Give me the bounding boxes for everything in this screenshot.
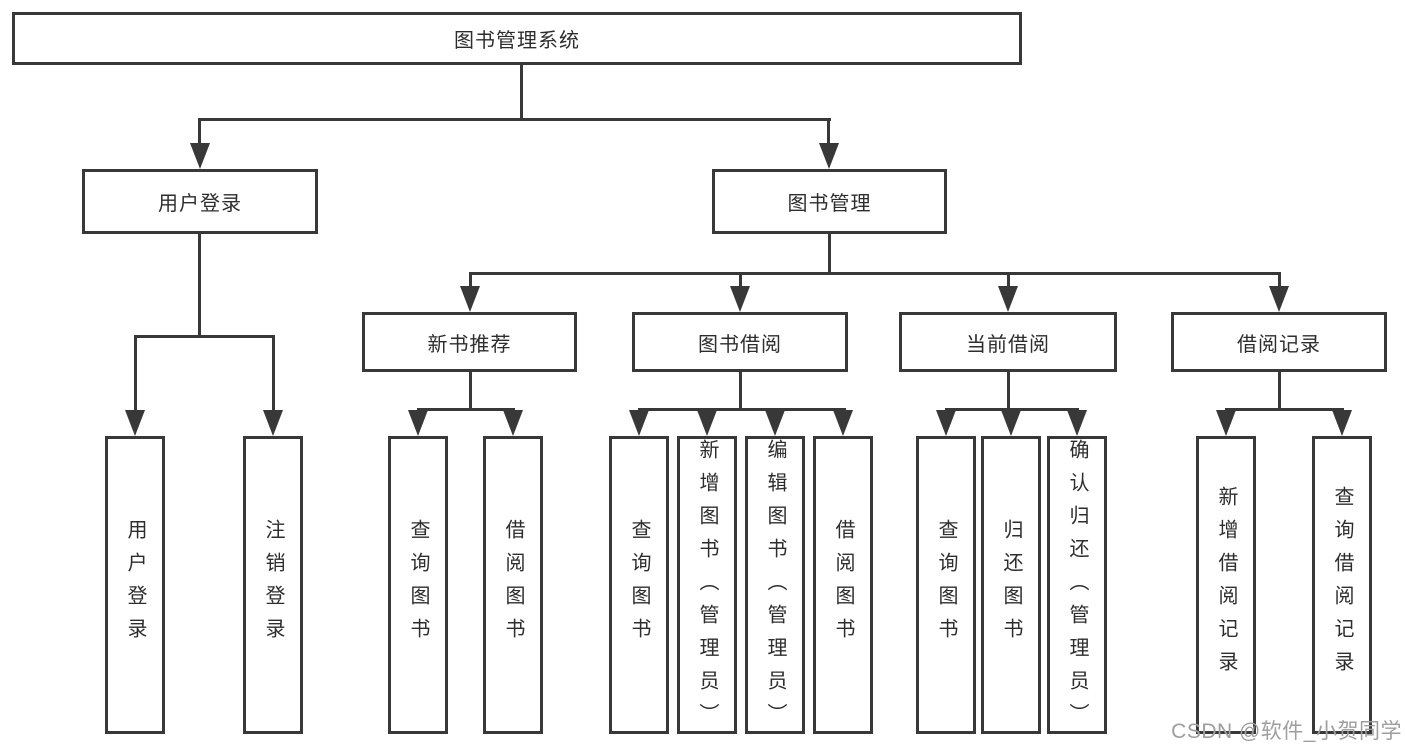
leaf-borrow-add-admin: 新增图书（管理员） [677, 436, 737, 736]
leaf-newbook-borrow: 借阅图书 [483, 436, 543, 734]
arrow-down-icon [1001, 410, 1021, 436]
connector-root-split [198, 118, 831, 121]
node-new-book-recommend-label: 新书推荐 [427, 333, 512, 356]
connector-stem-borrow-records [1278, 272, 1281, 288]
node-current-borrow-label: 当前借阅 [966, 333, 1050, 356]
leaf-borrow-book: 借阅图书 [813, 436, 873, 734]
leaf-record-add: 新增借阅记录 [1196, 436, 1256, 734]
connector-user-login-split [134, 335, 275, 338]
leaf-current-confirm-admin: 确认归还（管理员） [1047, 436, 1107, 736]
arrow-down-icon [460, 286, 480, 312]
connector-root-trunk [520, 64, 523, 121]
connector-borrow-records-trunk [1278, 372, 1281, 411]
leaf-newbook-query-label: 查询图书 [407, 519, 429, 651]
node-book-borrow-label: 图书借阅 [698, 333, 782, 356]
connector-book-borrow-split [638, 408, 846, 411]
connector-new-book-trunk [469, 372, 472, 411]
arrow-down-icon [697, 410, 717, 436]
arrow-down-icon [819, 143, 839, 169]
leaf-newbook-query: 查询图书 [388, 436, 448, 734]
leaf-borrow-edit-admin: 编辑图书（管理员） [745, 436, 805, 736]
arrow-down-icon [765, 410, 785, 436]
node-root-library-system: 图书管理系统 [12, 12, 1022, 65]
connector-stem-book-mgmt [827, 118, 830, 146]
connector-user-login-trunk [198, 234, 201, 338]
leaf-user-login-label: 用户登录 [124, 519, 146, 651]
arrow-down-icon [263, 410, 283, 436]
connector-borrow-records-split [1225, 408, 1344, 411]
node-root-label: 图书管理系统 [454, 30, 580, 52]
leaf-borrow-book-label: 借阅图书 [832, 519, 854, 651]
arrow-down-icon [190, 143, 210, 169]
arrow-down-icon [998, 286, 1018, 312]
node-user-login-label: 用户登录 [158, 193, 242, 215]
leaf-current-confirm-admin-label: 确认归还（管理员） [1066, 439, 1088, 736]
arrow-down-icon [1067, 410, 1087, 436]
connector-current-borrow-trunk [1007, 372, 1010, 411]
connector-stem-new-book [469, 272, 472, 288]
arrow-down-icon [1216, 410, 1236, 436]
connector-stem-leaf-logout [272, 335, 275, 414]
connector-stem-leaf-login [134, 335, 137, 414]
leaf-record-query-label: 查询借阅记录 [1331, 486, 1353, 684]
node-book-mgmt: 图书管理 [712, 169, 947, 234]
arrow-down-icon [408, 410, 428, 436]
leaf-user-login: 用户登录 [105, 436, 165, 734]
connector-new-book-split [417, 408, 515, 411]
leaf-borrow-edit-admin-label: 编辑图书（管理员） [764, 439, 786, 736]
leaf-logout-label: 注销登录 [262, 519, 284, 651]
leaf-borrow-query: 查询图书 [609, 436, 669, 734]
connector-stem-current-borrow [1007, 272, 1010, 288]
leaf-borrow-add-admin-label: 新增图书（管理员） [696, 439, 718, 736]
connector-stem-book-borrow [739, 272, 742, 288]
leaf-record-query: 查询借阅记录 [1312, 436, 1372, 734]
arrow-down-icon [730, 286, 750, 312]
connector-book-borrow-trunk [739, 372, 742, 411]
leaf-current-query-label: 查询图书 [935, 519, 957, 651]
leaf-current-return-label: 归还图书 [1000, 519, 1022, 651]
connector-stem-user-login [198, 118, 201, 146]
node-book-borrow: 图书借阅 [632, 312, 848, 372]
node-user-login: 用户登录 [82, 169, 318, 234]
connector-book-mgmt-trunk [828, 234, 831, 275]
node-borrow-records-label: 借阅记录 [1237, 333, 1321, 356]
arrow-down-icon [833, 410, 853, 436]
leaf-current-query: 查询图书 [916, 436, 976, 734]
node-book-mgmt-label: 图书管理 [787, 193, 872, 215]
node-current-borrow: 当前借阅 [899, 312, 1117, 372]
leaf-borrow-query-label: 查询图书 [628, 519, 650, 651]
leaf-logout: 注销登录 [243, 436, 303, 734]
connector-level3-split [469, 272, 1281, 275]
arrow-down-icon [503, 410, 523, 436]
leaf-current-return: 归还图书 [981, 436, 1041, 734]
node-new-book-recommend: 新书推荐 [362, 312, 577, 372]
arrow-down-icon [629, 410, 649, 436]
csdn-watermark: CSDN @软件_小贺同学 [1171, 720, 1402, 743]
arrow-down-icon [1269, 286, 1289, 312]
arrow-down-icon [125, 410, 145, 436]
node-borrow-records: 借阅记录 [1171, 312, 1387, 372]
arrow-down-icon [936, 410, 956, 436]
arrow-down-icon [1332, 410, 1352, 436]
leaf-record-add-label: 新增借阅记录 [1215, 486, 1237, 684]
leaf-newbook-borrow-label: 借阅图书 [502, 519, 524, 651]
